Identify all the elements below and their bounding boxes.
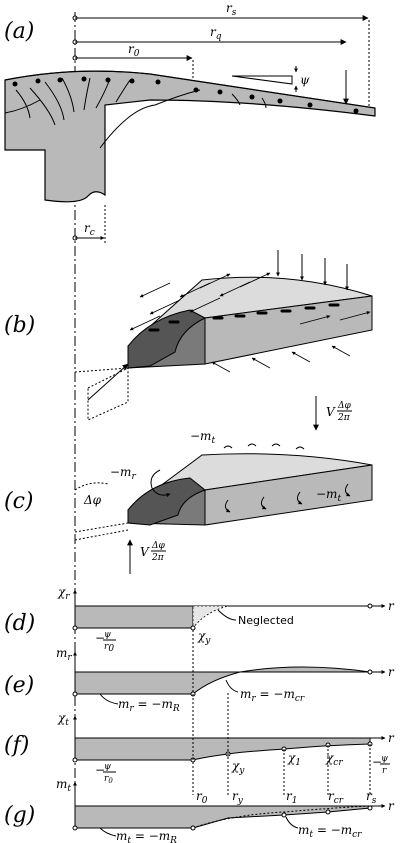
- graph-e: (e) mr r mr = −mR mr = −mcr: [4, 646, 395, 714]
- panel-a: (a) rs rq r0 ψ: [4, 1, 376, 244]
- graph-g-yaxis: mt: [56, 777, 71, 794]
- panel-d-label: (d): [4, 611, 35, 636]
- label-mt-top: −mt: [190, 429, 215, 446]
- svg-text:ψ: ψ: [104, 762, 112, 772]
- graph-f-psi: −: [95, 763, 105, 777]
- graph-g-rs: rs: [366, 789, 377, 806]
- resultant-arrow: [87, 363, 129, 401]
- label-rs: rs: [226, 1, 237, 18]
- panel-f-label: (f): [4, 733, 29, 758]
- graph-f-chi-1: χ1: [287, 751, 301, 768]
- panel-b: (b): [4, 250, 373, 421]
- svg-text:r0: r0: [104, 774, 113, 785]
- label-v-bottom: V: [140, 545, 150, 559]
- graph-f-chi-y: χy: [231, 759, 245, 776]
- graph-f-psi-r: −: [372, 755, 382, 769]
- graph-e-mr-left: mr = −mR: [118, 697, 180, 714]
- panel-c-label: (c): [4, 489, 34, 514]
- graph-g-mt-right: mt = −mcr: [298, 823, 362, 840]
- svg-text:r: r: [388, 799, 395, 813]
- svg-text:r: r: [382, 766, 387, 776]
- label-rq: rq: [210, 25, 222, 42]
- graph-d-psi: −: [95, 631, 105, 645]
- svg-text:2π: 2π: [337, 413, 351, 423]
- graph-g-r1: r1: [286, 789, 297, 806]
- graph-f-chi-cr: χcr: [325, 751, 343, 768]
- graph-d: (d) χr r Neglected − ψ r0 χy: [4, 585, 395, 654]
- label-psi: ψ: [300, 73, 310, 87]
- graph-f-yaxis: χt: [57, 711, 69, 728]
- graph-g-mt-left: mt = −mR: [116, 829, 177, 843]
- panel-e-label: (e): [4, 673, 34, 698]
- graph-f: (f) χt r − ψ r0 χy χ1 χcr − ψ r: [4, 630, 395, 795]
- svg-text:Δφ: Δφ: [151, 541, 165, 551]
- svg-text:r: r: [388, 731, 395, 745]
- graph-g-rcr: rcr: [328, 789, 344, 806]
- svg-text:ψ: ψ: [104, 630, 112, 640]
- neglected-label: Neglected: [238, 614, 294, 627]
- graph-d-yaxis: χr: [57, 585, 70, 602]
- graph-e-mr-right: mr = −mcr: [240, 687, 305, 704]
- label-v-top: V: [326, 405, 336, 419]
- graph-d-chi-y: χy: [197, 629, 211, 646]
- label-mt-right: −mt: [316, 487, 341, 504]
- panel-g-label: (g): [4, 803, 35, 828]
- panel-a-label: (a): [4, 19, 34, 44]
- svg-text:r: r: [388, 599, 395, 613]
- graph-g: (g) mt r r0 ry r1 rcr rs mt = −mR mt = −…: [4, 777, 395, 843]
- svg-text:r: r: [388, 665, 395, 679]
- graph-g-ry: ry: [232, 789, 244, 806]
- rebar-dots: [12, 76, 359, 114]
- panel-b-label: (b): [4, 313, 35, 338]
- label-r0: r0: [128, 42, 140, 59]
- psi-wedge: [231, 75, 293, 85]
- svg-text:Δφ: Δφ: [337, 401, 351, 411]
- svg-text:r0: r0: [104, 642, 114, 654]
- slab-section: [4, 70, 376, 203]
- label-rc: rc: [84, 221, 95, 238]
- graph-e-yaxis: mr: [56, 646, 72, 663]
- panel-c: (c) V Δφ 2π −mt −mr −mt Δφ: [4, 396, 373, 574]
- label-mr: −mr: [110, 465, 136, 482]
- svg-text:ψ: ψ: [381, 754, 389, 764]
- label-delta-phi: Δφ: [83, 493, 102, 507]
- svg-text:2π: 2π: [151, 553, 165, 563]
- graph-g-r0: r0: [196, 789, 208, 806]
